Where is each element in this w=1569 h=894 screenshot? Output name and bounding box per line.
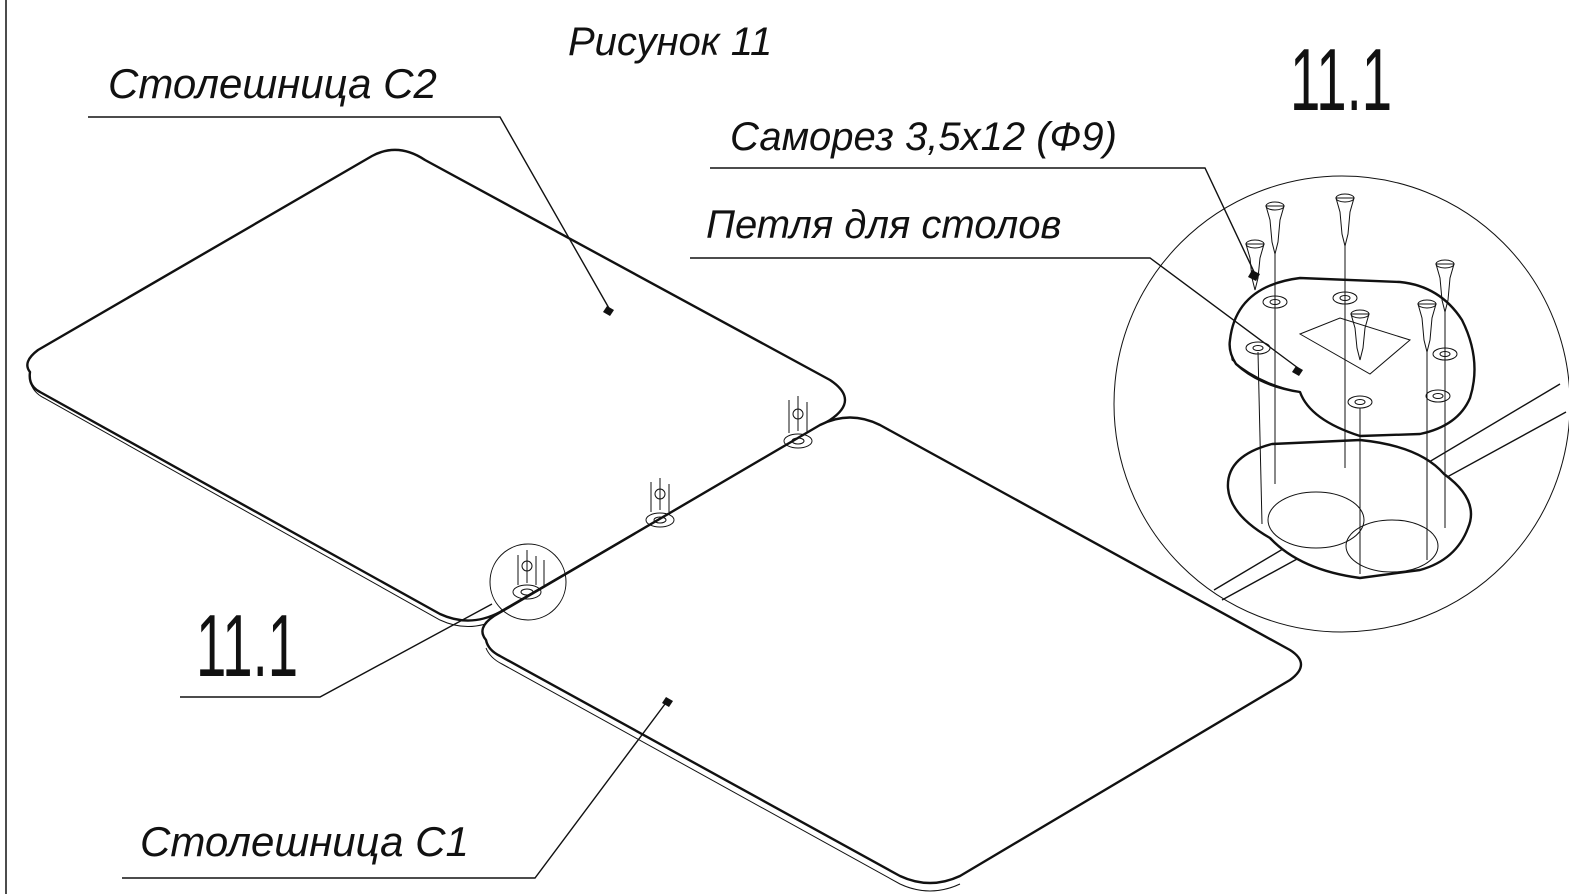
detail-callout-circle	[489, 543, 567, 621]
hinge-small-2	[645, 478, 675, 528]
detail-view-title: 11.1	[1290, 31, 1392, 130]
label-hinge: Петля для столов	[706, 203, 1061, 247]
figure-title: Рисунок 11	[568, 20, 772, 64]
axis-lines	[1257, 246, 1446, 574]
tabletop-c2	[26, 148, 847, 628]
label-tabletop-c2: Столешница С2	[108, 60, 437, 107]
screws	[1245, 193, 1455, 361]
leader-lines	[88, 116, 1299, 879]
detail-callout-label: 11.1	[196, 597, 298, 696]
tabletop-c1	[481, 416, 1303, 892]
detail-view-11-1	[1113, 175, 1569, 633]
leader-dot	[603, 306, 614, 316]
hinge-small-1	[512, 550, 545, 600]
label-screw: Саморез 3,5х12 (Ф9)	[730, 115, 1117, 159]
label-tabletop-c1: Столешница С1	[140, 818, 469, 865]
hinge-small-3	[783, 396, 813, 449]
